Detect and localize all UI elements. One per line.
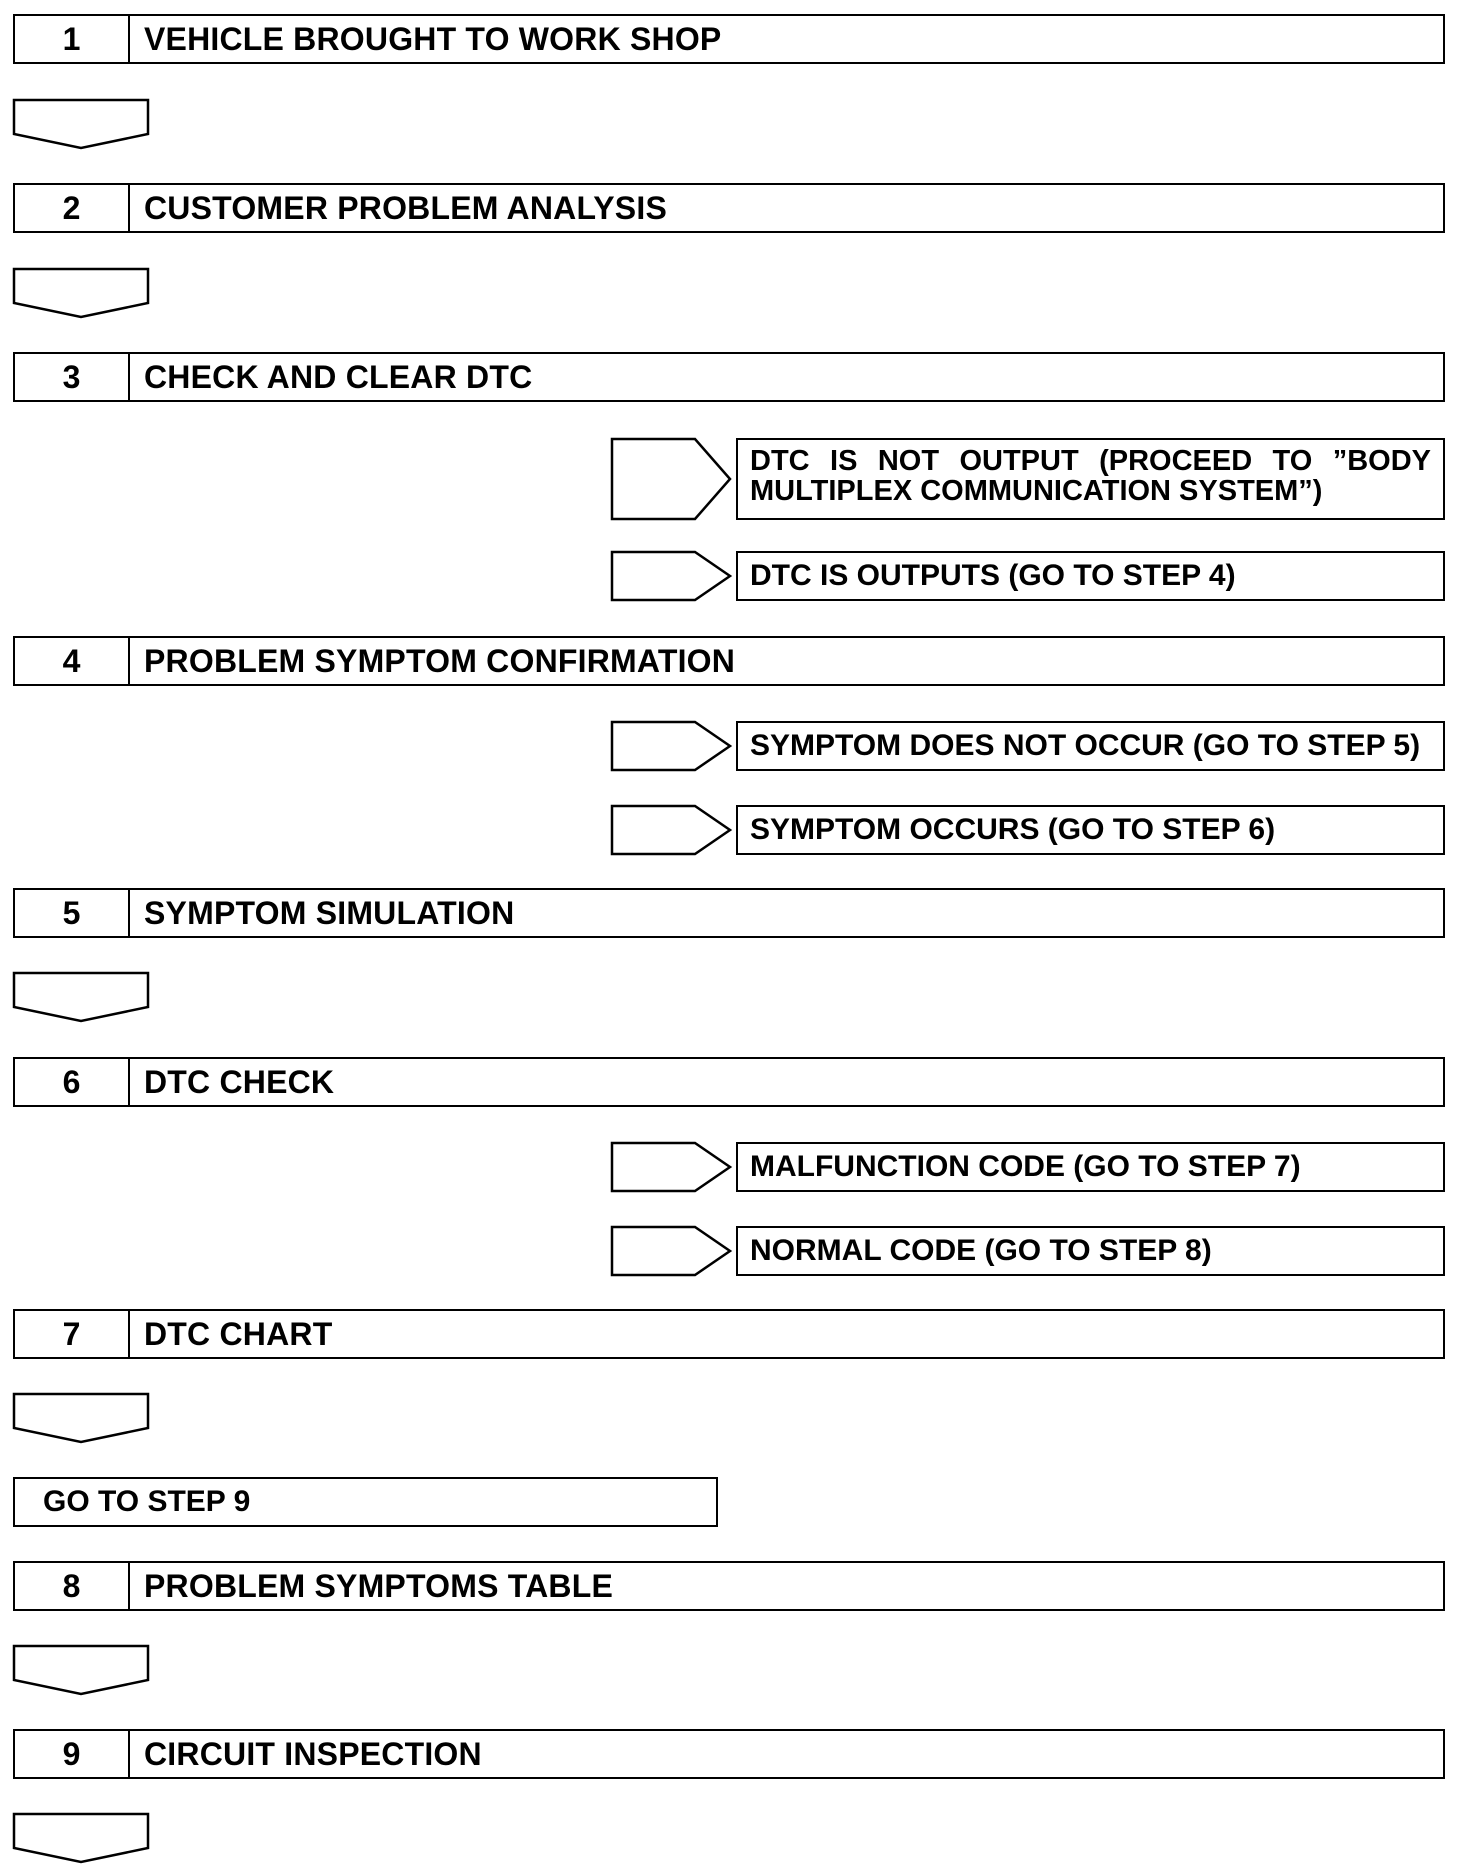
right-arrow-icon (610, 437, 732, 521)
right-arrow-icon (610, 804, 733, 856)
goto-text: GO TO STEP 9 (43, 1485, 251, 1518)
step-title: PROBLEM SYMPTOM CONFIRMATION (144, 642, 736, 679)
branch-text: NORMAL CODE (GO TO STEP 8) (750, 1234, 1212, 1267)
step-number: 6 (15, 1059, 130, 1105)
goto-step-9-box: GO TO STEP 9 (13, 1477, 718, 1527)
branch-symptom-not-occur: SYMPTOM DOES NOT OCCUR (GO TO STEP 5) (736, 721, 1445, 771)
step-5-box: 5 SYMPTOM SIMULATION (13, 888, 1445, 938)
branch-symptom-occurs: SYMPTOM OCCURS (GO TO STEP 6) (736, 805, 1445, 855)
step-8-box: 8 PROBLEM SYMPTOMS TABLE (13, 1561, 1445, 1611)
step-number: 8 (15, 1563, 130, 1609)
down-arrow-icon (12, 971, 150, 1023)
down-arrow-icon (12, 1392, 150, 1444)
step-9-box: 9 CIRCUIT INSPECTION (13, 1729, 1445, 1779)
step-title: CUSTOMER PROBLEM ANALYSIS (144, 189, 667, 226)
step-1-box: 1 VEHICLE BROUGHT TO WORK SHOP (13, 14, 1445, 64)
right-arrow-icon (610, 550, 733, 602)
down-arrow-icon (12, 1812, 150, 1864)
right-arrow-icon (610, 1225, 733, 1277)
step-number: 9 (15, 1731, 130, 1777)
step-title: CHECK AND CLEAR DTC (144, 358, 533, 395)
step-4-box: 4 PROBLEM SYMPTOM CONFIRMATION (13, 636, 1445, 686)
step-number: 7 (15, 1311, 130, 1357)
right-arrow-icon (610, 720, 733, 772)
branch-dtc-not-output: DTC IS NOT OUTPUT (PROCEED TO ”BODY MULT… (736, 438, 1445, 520)
branch-dtc-outputs: DTC IS OUTPUTS (GO TO STEP 4) (736, 551, 1445, 601)
branch-text: SYMPTOM OCCURS (GO TO STEP 6) (750, 813, 1276, 846)
step-title: DTC CHART (144, 1315, 333, 1352)
branch-malfunction-code: MALFUNCTION CODE (GO TO STEP 7) (736, 1142, 1445, 1192)
step-2-box: 2 CUSTOMER PROBLEM ANALYSIS (13, 183, 1445, 233)
step-number: 1 (15, 16, 130, 62)
branch-text: SYMPTOM DOES NOT OCCUR (GO TO STEP 5) (750, 729, 1421, 762)
down-arrow-icon (12, 98, 150, 150)
step-number: 3 (15, 354, 130, 400)
step-title: VEHICLE BROUGHT TO WORK SHOP (144, 20, 722, 57)
step-number: 4 (15, 638, 130, 684)
branch-text: DTC IS NOT OUTPUT (PROCEED TO ”BODY MULT… (750, 445, 1431, 507)
down-arrow-icon (12, 267, 150, 319)
step-number: 2 (15, 185, 130, 231)
branch-text: MALFUNCTION CODE (GO TO STEP 7) (750, 1150, 1301, 1183)
step-title: SYMPTOM SIMULATION (144, 894, 515, 931)
step-number: 5 (15, 890, 130, 936)
step-title: CIRCUIT INSPECTION (144, 1735, 482, 1772)
branch-normal-code: NORMAL CODE (GO TO STEP 8) (736, 1226, 1445, 1276)
step-title: PROBLEM SYMPTOMS TABLE (144, 1567, 614, 1604)
right-arrow-icon (610, 1141, 733, 1193)
step-7-box: 7 DTC CHART (13, 1309, 1445, 1359)
branch-text: DTC IS OUTPUTS (GO TO STEP 4) (750, 559, 1236, 592)
step-title: DTC CHECK (144, 1063, 335, 1100)
step-6-box: 6 DTC CHECK (13, 1057, 1445, 1107)
down-arrow-icon (12, 1644, 150, 1696)
step-3-box: 3 CHECK AND CLEAR DTC (13, 352, 1445, 402)
